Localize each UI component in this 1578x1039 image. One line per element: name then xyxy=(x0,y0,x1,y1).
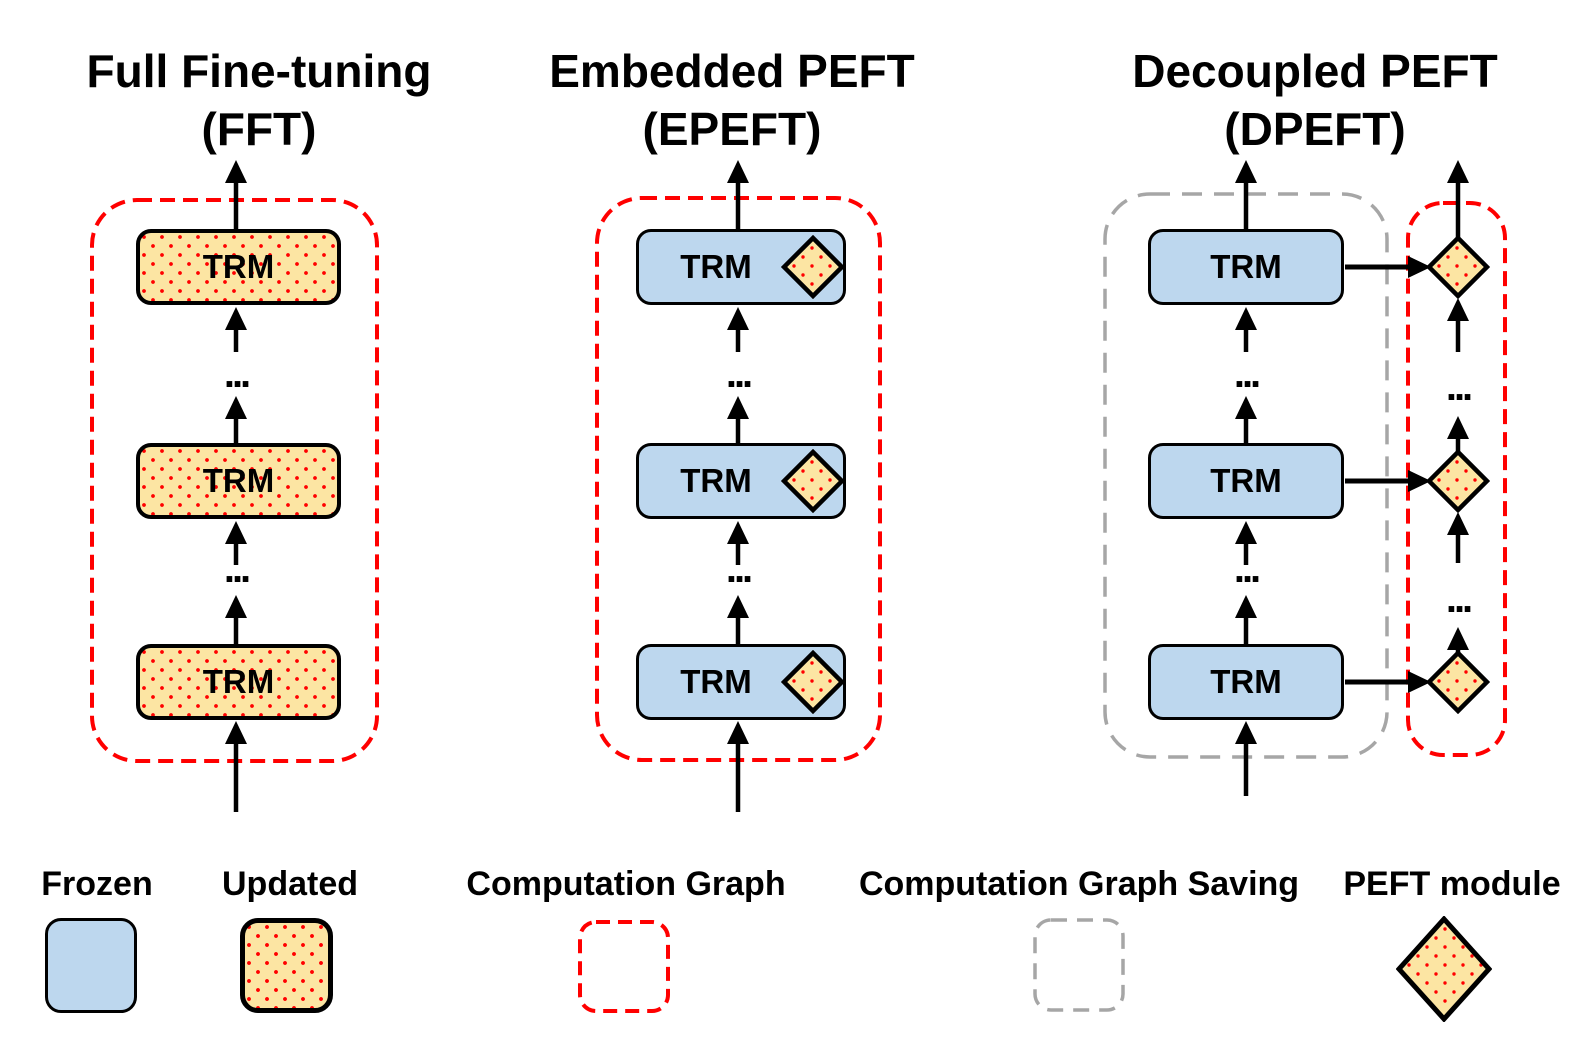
trm-block-updated: TRM xyxy=(136,229,341,305)
legend-label-frozen: Frozen xyxy=(41,865,153,903)
trm-label: TRM xyxy=(202,248,275,285)
ellipsis: ... xyxy=(223,547,251,591)
peft-module-icon xyxy=(781,650,845,714)
arrows-epeft xyxy=(727,160,749,812)
trm-block-frozen: TRM xyxy=(1148,443,1344,519)
arrows-dpeft-backbone xyxy=(1235,160,1257,796)
column-title-epeft: Embedded PEFT (EPEFT) xyxy=(472,42,992,158)
ellipsis: ... xyxy=(1233,547,1261,591)
computation-graph-saving-outline-icon xyxy=(1033,918,1125,1012)
ellipsis: ... xyxy=(1445,577,1473,621)
trm-block-updated: TRM xyxy=(136,644,341,720)
ellipsis: ... xyxy=(725,547,753,591)
trm-label: TRM xyxy=(680,248,752,285)
trm-label: TRM xyxy=(1210,462,1282,499)
title-line-2: (DPEFT) xyxy=(1224,103,1406,155)
trm-label: TRM xyxy=(1210,663,1282,700)
column-title-dpeft: Decoupled PEFT (DPEFT) xyxy=(1055,42,1575,158)
title-line-1: Embedded PEFT xyxy=(549,45,915,97)
ellipsis: ... xyxy=(1445,365,1473,409)
trm-label: TRM xyxy=(1210,248,1282,285)
trm-block-frozen: TRM xyxy=(1148,644,1344,720)
updated-box-icon xyxy=(240,918,333,1013)
frozen-box-icon xyxy=(45,918,137,1013)
title-line-2: (EPEFT) xyxy=(642,103,822,155)
trm-block-frozen: TRM xyxy=(1148,229,1344,305)
ellipsis: ... xyxy=(1233,352,1261,396)
arrows-fft xyxy=(225,160,247,812)
peft-module-icon xyxy=(781,449,845,513)
peft-module-icon xyxy=(1426,449,1490,513)
title-line-2: (FFT) xyxy=(201,103,317,155)
ellipsis: ... xyxy=(725,352,753,396)
trm-label: TRM xyxy=(680,462,752,499)
title-line-1: Full Fine-tuning xyxy=(86,45,432,97)
ellipsis: ... xyxy=(223,352,251,396)
legend-label-peft-module: PEFT module xyxy=(1343,865,1561,903)
legend-label-computation-graph: Computation Graph xyxy=(466,865,786,903)
peft-module-icon xyxy=(781,235,845,299)
peft-module-icon xyxy=(1426,650,1490,714)
legend-label-computation-graph-saving: Computation Graph Saving xyxy=(858,865,1300,903)
trm-label: TRM xyxy=(202,462,275,499)
computation-graph-outline-icon xyxy=(578,920,670,1013)
trm-block-updated: TRM xyxy=(136,443,341,519)
arrows-dpeft-peft-column xyxy=(1447,160,1469,654)
arrows-trm-to-peft xyxy=(1345,256,1431,693)
trm-label: TRM xyxy=(202,663,275,700)
peft-module-icon xyxy=(1396,916,1492,1022)
column-title-fft: Full Fine-tuning (FFT) xyxy=(0,42,519,158)
peft-module-icon xyxy=(1426,235,1490,299)
legend-label-updated: Updated xyxy=(222,865,358,903)
trm-label: TRM xyxy=(680,663,752,700)
title-line-1: Decoupled PEFT xyxy=(1132,45,1498,97)
